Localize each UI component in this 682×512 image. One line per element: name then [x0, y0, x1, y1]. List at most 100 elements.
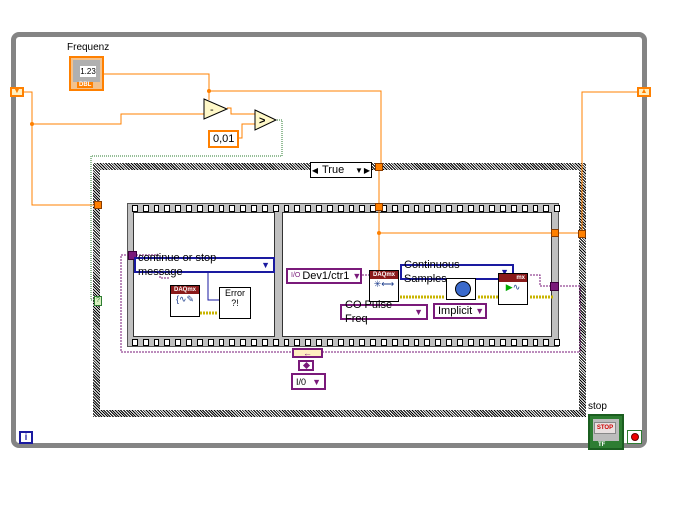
film-hole: [251, 205, 257, 212]
film-hole: [478, 339, 485, 346]
stop-button-face: STOP: [594, 422, 616, 434]
film-hole: [500, 339, 506, 346]
timing-type-value: Implicit: [438, 305, 473, 317]
loop-arrow-node[interactable]: ←: [292, 348, 323, 358]
loop-condition-terminal[interactable]: [627, 430, 642, 444]
channel-value: Dev1/ctr1: [302, 270, 350, 282]
film-hole: [456, 205, 463, 212]
chevron-down-icon[interactable]: ▼: [352, 271, 362, 281]
channel-type-value: CO Pulse Freq: [345, 299, 393, 325]
case-boolean-terminal: ?: [94, 296, 102, 306]
film-hole: [446, 339, 452, 346]
film-hole: [240, 339, 247, 346]
case-selector[interactable]: ◀ True ▼ ▶: [310, 162, 372, 178]
film-hole: [402, 339, 409, 346]
film-hole: [424, 205, 431, 212]
daqmx-header: DAQmx: [171, 286, 199, 294]
film-hole: [142, 339, 149, 346]
film-hole: [337, 205, 344, 212]
film-hole: [456, 339, 463, 346]
film-hole: [348, 205, 355, 212]
film-hole: [132, 339, 138, 346]
case-tunnel-top: [375, 163, 383, 171]
case-selector-value: True: [322, 164, 345, 176]
film-hole: [207, 339, 214, 346]
film-hole: [543, 339, 550, 346]
film-hole: [521, 339, 528, 346]
film-hole: [186, 339, 192, 346]
channel-constant[interactable]: I/O Dev1/ctr1 ▼: [286, 268, 362, 284]
film-hole: [391, 339, 398, 346]
wire-junction: [377, 231, 381, 235]
film-hole: [261, 205, 268, 212]
case-tunnel-right: [578, 230, 586, 238]
diamond-icon: [302, 361, 310, 370]
film-hole: [413, 339, 420, 346]
film-strip-bottom: [129, 339, 560, 346]
tf-type-badge: TF: [598, 442, 606, 448]
wire-junction: [207, 89, 211, 93]
daqmx-start-task-icon[interactable]: mx ▶∿: [498, 273, 528, 305]
film-hole: [164, 339, 171, 346]
greater-than-function-icon[interactable]: >: [254, 109, 278, 131]
chevron-down-icon[interactable]: ▼: [312, 376, 321, 387]
film-hole: [446, 205, 452, 212]
threshold-constant[interactable]: 0,01: [208, 130, 240, 148]
film-hole: [132, 205, 138, 212]
wire-sr-to-sub: [32, 113, 205, 125]
error-io-ring[interactable]: I/0 ▼: [291, 373, 326, 390]
film-hole: [305, 205, 312, 212]
continue-stop-enum[interactable]: continue or stop message ▼: [134, 252, 275, 278]
film-hole: [543, 205, 550, 212]
error-dialog-icon[interactable]: Error ?!: [219, 287, 251, 319]
film-hole: [316, 339, 322, 346]
film-hole: [359, 339, 366, 346]
wire-frequenz: [104, 73, 210, 91]
chevron-down-icon[interactable]: ▼: [475, 306, 485, 316]
film-hole: [554, 339, 560, 346]
chevron-down-icon[interactable]: ▼: [414, 307, 423, 317]
film-hole: [316, 205, 322, 212]
film-hole: [424, 339, 431, 346]
film-hole: [153, 339, 160, 346]
increment-arrow-icon[interactable]: ▶: [363, 165, 371, 175]
film-hole: [218, 339, 225, 346]
film-hole: [478, 205, 485, 212]
daqmx-timing-icon[interactable]: [446, 278, 476, 300]
film-hole: [510, 339, 517, 346]
chevron-down-icon[interactable]: ▼: [261, 260, 270, 270]
decrement-arrow-icon[interactable]: ◀: [311, 165, 319, 175]
film-hole: [370, 339, 377, 346]
film-hole: [500, 205, 506, 212]
subtract-function-icon[interactable]: -: [203, 98, 229, 120]
film-hole: [196, 205, 203, 212]
eraser-icon: {∿✎: [175, 294, 195, 304]
film-hole: [272, 339, 279, 346]
stop-button-control[interactable]: STOP TF: [588, 414, 624, 450]
seq-task-tunnel-left: [128, 251, 137, 260]
shift-register-right[interactable]: ▲: [637, 87, 651, 97]
film-hole: [391, 205, 398, 212]
wire-freq-to-case: [209, 90, 382, 167]
channel-type-ring[interactable]: CO Pulse Freq ▼: [340, 299, 428, 325]
film-hole: [532, 205, 539, 212]
daqmx-header: mx: [499, 274, 527, 282]
film-hole: [283, 339, 290, 346]
chevron-down-icon[interactable]: ▼: [500, 267, 509, 277]
film-hole: [229, 339, 236, 346]
timing-type-ring[interactable]: Implicit ▼: [433, 303, 487, 319]
film-hole: [402, 205, 409, 212]
shift-register-left[interactable]: ▼: [10, 87, 24, 97]
frequenz-control[interactable]: 1.23 DBL: [69, 56, 104, 91]
subtract-symbol: -: [210, 104, 214, 116]
film-hole: [218, 205, 225, 212]
film-hole: [153, 205, 160, 212]
wire-task-loop: [120, 254, 581, 353]
daqmx-create-channel-icon[interactable]: DAQmx ✳⟷: [369, 270, 399, 302]
film-hole: [489, 205, 496, 212]
wire-const-to-gt: [238, 123, 255, 139]
daqmx-clear-task-icon[interactable]: DAQmx {∿✎: [170, 285, 200, 317]
chevron-down-icon[interactable]: ▼: [355, 165, 363, 175]
daqmx-header: DAQmx: [370, 271, 398, 279]
film-hole: [175, 339, 182, 346]
